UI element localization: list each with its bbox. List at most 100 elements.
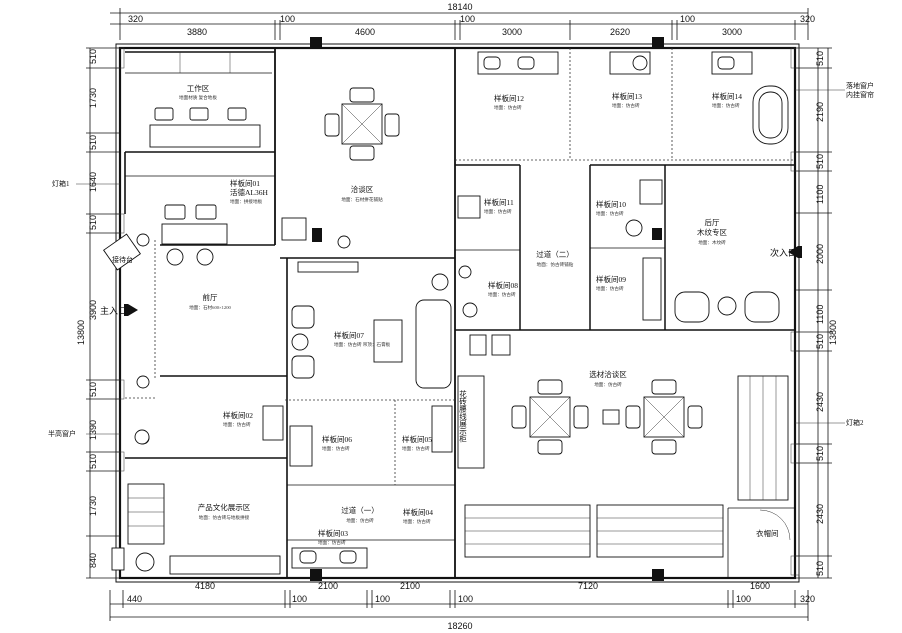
dim-top-8: 100 (680, 14, 695, 24)
dim-bottom-1: 440 (127, 594, 142, 604)
dim-bottom-10: 1600 (750, 581, 770, 591)
label-room-08: 样板间08 (488, 280, 518, 290)
callout-half-window: 半高窗户 (48, 429, 76, 438)
callouts: 灯箱1 主入口 次入口 半高窗户 落地窗户 内挂窗帘 灯箱2 接待台 (48, 81, 874, 438)
dim-left-11: 840 (88, 553, 98, 568)
label-room-01-model: 活德AL36H (230, 187, 268, 197)
dim-right-11: 510 (815, 561, 825, 576)
label-room-01-sub: 地面：拼接地板 (230, 198, 263, 205)
dim-top-7: 2620 (610, 27, 630, 37)
dim-left-4: 1640 (88, 172, 98, 192)
dim-top-5: 100 (460, 14, 475, 24)
label-work-area: 工作区 (187, 83, 210, 93)
label-culture-area: 产品文化展示区 (198, 502, 251, 512)
label-corridor-1-sub: 地面：仿古砖 (346, 517, 374, 524)
label-room-02-sub: 地面：仿古砖 (223, 421, 251, 428)
entrance-arrows (124, 246, 802, 316)
dim-right-4: 1100 (815, 185, 825, 204)
dim-left-2: 1730 (88, 88, 98, 108)
total-height-left: 13800 (76, 320, 86, 345)
dim-top-1: 320 (128, 14, 143, 24)
label-room-08-sub: 地面：仿古砖 (488, 291, 516, 298)
label-room-06-sub: 地面：仿古砖 (322, 445, 350, 452)
dim-top-6: 3000 (502, 27, 522, 37)
label-corridor-1: 过道（一） (341, 505, 379, 515)
total-height-right: 13800 (828, 320, 838, 345)
dim-right-1: 510 (815, 51, 825, 66)
dim-bottom-11: 320 (800, 594, 815, 604)
label-front-hall-sub: 地面：石材600×1200 (189, 304, 231, 311)
callout-curtain: 内挂窗帘 (846, 90, 874, 99)
dim-bottom-6: 2100 (400, 581, 420, 591)
label-talk-area-sub: 地面：石材拼花铺贴 (341, 196, 383, 203)
label-room-01: 样板间01 (230, 178, 260, 188)
dim-top-9: 3000 (722, 27, 742, 37)
dim-bottom-3: 100 (292, 594, 307, 604)
label-room-10: 样板间10 (596, 199, 626, 209)
label-room-11: 样板间11 (484, 197, 514, 207)
dimension-top: 18140 320 3880 100 4600 100 3000 2620 10… (128, 2, 815, 37)
label-room-14: 样板间14 (712, 91, 742, 101)
dim-right-8: 2430 (815, 392, 825, 412)
total-width-top: 18140 (447, 2, 472, 12)
dim-bottom-7: 100 (458, 594, 473, 604)
callout-floor-window: 落地窗户 (846, 81, 874, 90)
dim-left-6: 3900 (88, 300, 98, 320)
dim-top-4: 4600 (355, 27, 375, 37)
dim-bottom-8: 7120 (578, 581, 598, 591)
dim-top-10: 320 (800, 14, 815, 24)
label-room-07-sub: 地面：仿古砖 吊顶：石膏板 (334, 341, 391, 348)
label-corridor-2: 过道（二） (536, 249, 574, 259)
dim-bottom-9: 100 (736, 594, 751, 604)
dimension-lines (86, 8, 832, 621)
total-width-bottom: 18260 (447, 621, 472, 631)
label-room-05-sub: 地面：仿古砖 (402, 445, 430, 452)
label-corridor-2-sub: 地面：仿古砖铺贴 (537, 261, 574, 268)
callout-second-entrance: 次入口 (770, 247, 797, 258)
label-cloakroom: 衣帽间 (756, 528, 779, 538)
callout-main-entrance: 主入口 (100, 305, 127, 316)
dimension-left: 510 1730 510 1640 510 3900 510 1390 510 … (76, 49, 98, 568)
label-talk-area: 洽谈区 (351, 184, 374, 194)
label-room-04-sub: 地面：仿古砖 (403, 518, 431, 525)
label-room-11-sub: 地面：仿古砖 (484, 208, 512, 215)
label-room-12: 样板间12 (494, 93, 524, 103)
dim-right-3: 510 (815, 154, 825, 169)
label-room-14-sub: 地面：仿古砖 (712, 102, 740, 109)
label-back-hall: 后厅 (705, 217, 720, 227)
callout-lightbox-2: 灯箱2 (846, 418, 864, 427)
dim-right-2: 2190 (815, 102, 825, 122)
label-room-03-sub: 地面：仿古砖 (318, 539, 346, 546)
label-selection-area-sub: 地面：仿古砖 (594, 381, 622, 388)
dimension-right: 510 2190 510 1100 2000 1100 510 2430 510… (815, 51, 838, 576)
label-room-06: 样板间06 (322, 434, 352, 444)
callout-reception: 接待台 (112, 255, 133, 264)
dim-left-3: 510 (88, 135, 98, 150)
label-culture-area-sub: 地面：仿古砖与地板拼接 (199, 514, 250, 521)
label-selection-area: 选材洽谈区 (589, 369, 627, 379)
dim-right-7: 510 (815, 334, 825, 349)
label-work-area-sub: 地面材质 复合地板 (179, 94, 217, 101)
dim-left-10: 1730 (88, 496, 98, 516)
dim-right-6: 1100 (815, 305, 825, 324)
label-room-03: 样板间03 (318, 528, 348, 538)
dim-left-1: 510 (88, 49, 98, 64)
dim-top-3: 100 (280, 14, 295, 24)
dim-right-5: 2000 (815, 244, 825, 264)
label-room-09-sub: 地面：仿古砖 (596, 285, 624, 292)
dim-left-7: 510 (88, 382, 98, 397)
callout-lightbox-1: 灯箱1 (52, 179, 70, 188)
dim-right-9: 510 (815, 446, 825, 461)
label-room-12-sub: 地面：仿古砖 (494, 104, 522, 111)
dim-top-2: 3880 (187, 27, 207, 37)
columns (115, 37, 800, 581)
dim-bottom-4: 2100 (318, 581, 338, 591)
dim-right-10: 2430 (815, 504, 825, 524)
dim-left-5: 510 (88, 215, 98, 230)
label-room-07: 样板间07 (334, 330, 364, 340)
room-labels: 工作区 地面材质 复合地板 洽谈区 地面：石材拼花铺贴 样板间01 活德AL36… (179, 83, 778, 546)
label-room-09: 样板间09 (596, 274, 626, 284)
outer-walls (115, 43, 800, 583)
label-back-hall-sub: 地面：木纹砖 (698, 239, 726, 246)
